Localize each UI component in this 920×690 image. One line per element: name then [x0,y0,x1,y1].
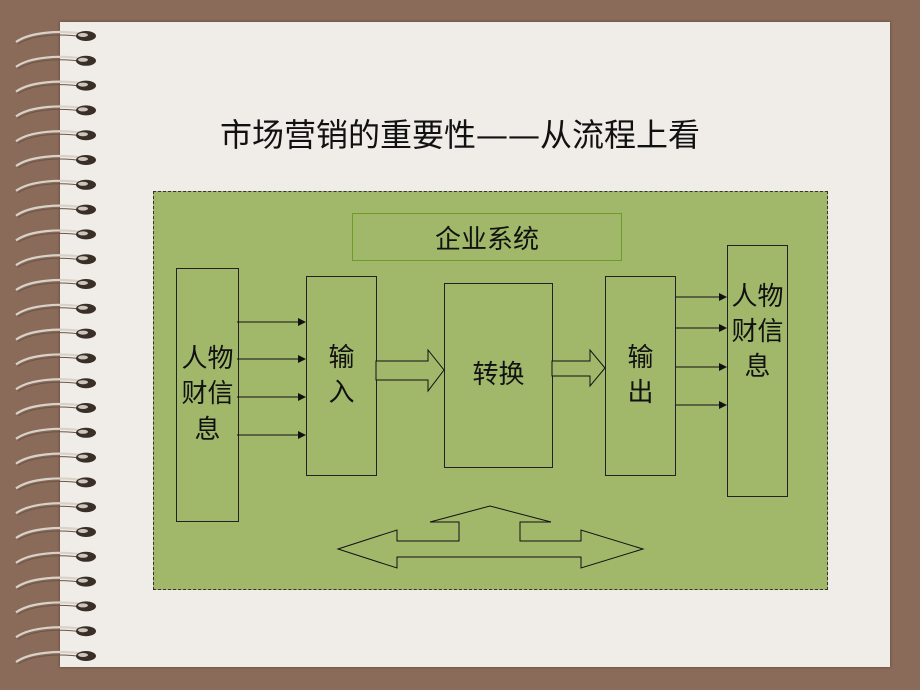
spiral-ring [15,80,96,95]
spiral-ring [15,55,96,70]
spiral-ring [15,650,96,665]
spiral-ring [15,229,96,243]
input-box: 输入 [306,276,377,476]
spiral-ring [15,526,96,541]
spiral-ring [15,427,96,442]
left-resource-label: 人物财信息 [181,344,234,445]
spiral-ring [15,452,96,467]
spiral-ring [15,353,96,367]
spiral-ring [15,130,96,144]
right-resource-box: 人物财信息 [727,245,788,497]
spiral-ring [15,154,96,169]
slide-title: 市场营销的重要性——从流程上看 [219,116,700,154]
spiral-ring [15,551,96,566]
spiral-ring [15,303,96,318]
spiral-binding [15,30,96,665]
input-label: 输入 [328,342,355,408]
output-box: 输出 [605,276,676,476]
spiral-ring [15,179,96,194]
spiral-ring [15,105,96,119]
spiral-ring [15,378,96,392]
spiral-ring [15,254,96,268]
spiral-ring [15,502,96,516]
transform-box: 转换 [444,283,553,468]
transform-label: 转换 [472,359,525,390]
spiral-ring [15,278,96,293]
spiral-ring [15,576,96,591]
spiral-ring [15,402,96,417]
enterprise-system-label: 企业系统 [352,213,622,261]
right-resource-label: 人物财信息 [731,282,784,383]
spiral-ring [15,601,96,615]
spiral-ring [15,204,96,219]
spiral-ring [15,477,96,491]
output-label: 输出 [627,342,654,408]
spiral-ring [15,626,96,640]
left-resource-box: 人物财信息 [176,268,239,522]
spiral-ring [15,30,96,45]
spiral-ring [15,328,96,343]
